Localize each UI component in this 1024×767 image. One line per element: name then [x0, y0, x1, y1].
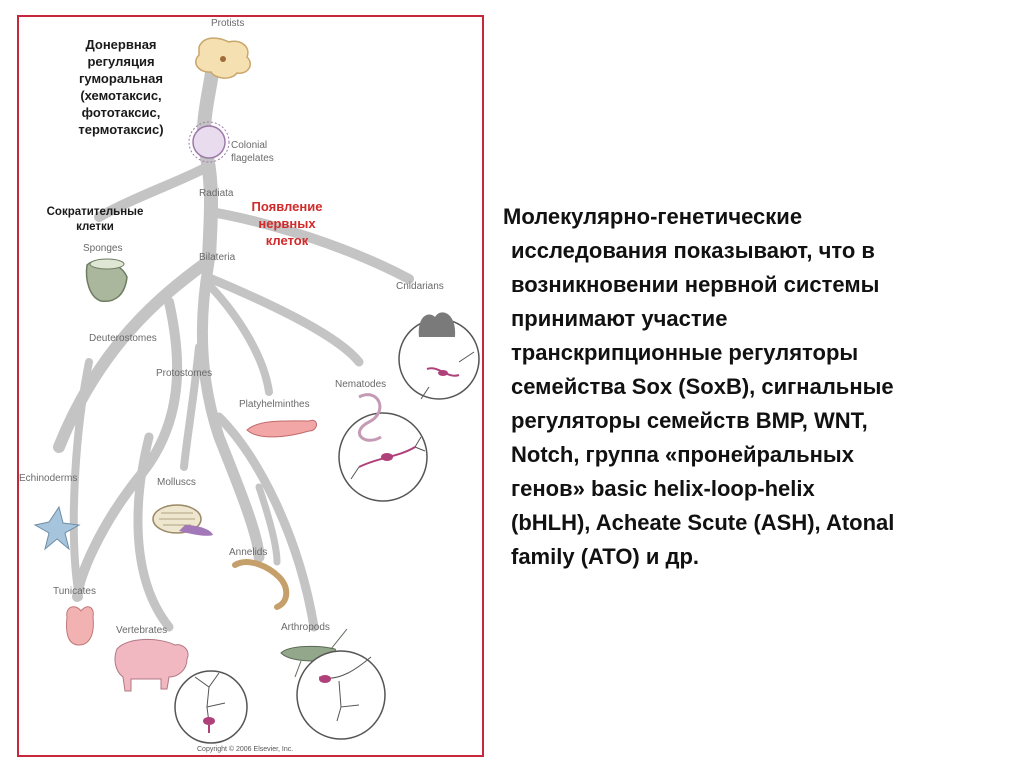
mollusc	[152, 504, 213, 536]
label-arthropods: Arthropods	[281, 622, 330, 633]
main-text-line: исследования показывают, что в	[511, 238, 875, 263]
label-vertebrates: Vertebrates	[116, 625, 168, 636]
main-text-line: Notch, группа «пронейральных	[511, 442, 854, 467]
label-sponges: Sponges	[83, 243, 123, 254]
main-text-line: регуляторы семейств BMP, WNT,	[511, 408, 868, 433]
label-platyhelminthes: Platyhelminthes	[239, 399, 310, 410]
echinoderm	[33, 505, 81, 551]
phylogenetic-tree	[33, 37, 480, 744]
annotation-contractile-cells: Сократительные клетки	[46, 206, 144, 233]
annotation-nerve-cells-appear: Появление нервных клеток	[251, 199, 323, 248]
main-text-line: транскрипционные регуляторы	[511, 340, 859, 365]
label-protists: Protists	[211, 18, 245, 29]
main-text-line: генов» basic helix-loop-helix	[511, 476, 815, 501]
colonial-flagellate	[188, 121, 230, 163]
label-bilateria: Bilateria	[199, 252, 236, 263]
main-text-line: возникновении нервной системы	[511, 272, 880, 297]
main-text-line: семейства Sox (SoxB), сигнальные	[511, 374, 894, 399]
label-radiata: Radiata	[199, 188, 234, 199]
label-tunicates: Tunicates	[53, 586, 96, 597]
vertebrate-pig	[114, 638, 189, 692]
vertebrate-neuron-circle	[174, 670, 248, 744]
copyright-notice: Copyright © 2006 Elsevier, Inc.	[197, 746, 294, 753]
label-colonial-flagelates: Colonial flagelates	[231, 140, 274, 164]
tunicate	[66, 606, 94, 646]
cnidarian-circle	[398, 312, 480, 400]
main-text-block: Молекулярно-генетические исследования по…	[503, 200, 1013, 574]
label-protostomes: Protostomes	[156, 368, 213, 379]
label-nematodes: Nematodes	[335, 379, 387, 390]
protist-cell	[195, 37, 251, 79]
nematode-circle	[338, 393, 428, 502]
main-text-line: family (ATO) и др.	[511, 544, 700, 569]
label-annelids: Annelids	[229, 547, 268, 558]
annelid	[232, 559, 290, 610]
sponge	[85, 258, 128, 303]
label-echinoderms: Echinoderms	[19, 473, 78, 484]
main-text-line: Молекулярно-генетические	[503, 204, 803, 229]
annotation-pre-nervous-regulation: Донервная регуляция гуморальная (хемотак…	[78, 37, 164, 137]
main-text-line: принимают участие	[511, 306, 728, 331]
main-text-line: (bHLH), Acheate Scute (ASH), Atonal	[511, 510, 895, 535]
label-molluscs: Molluscs	[157, 477, 196, 488]
evolution-tree-figure: Protists Colonial flagelates Radiata Spo…	[17, 15, 484, 757]
arthropod-neuron-circle	[296, 650, 386, 740]
label-deuterostomes: Deuterostomes	[89, 333, 157, 344]
platyhelminth	[246, 419, 317, 438]
tree-branches	[53, 65, 414, 632]
label-cnidarians: Cnidarians	[396, 281, 444, 292]
